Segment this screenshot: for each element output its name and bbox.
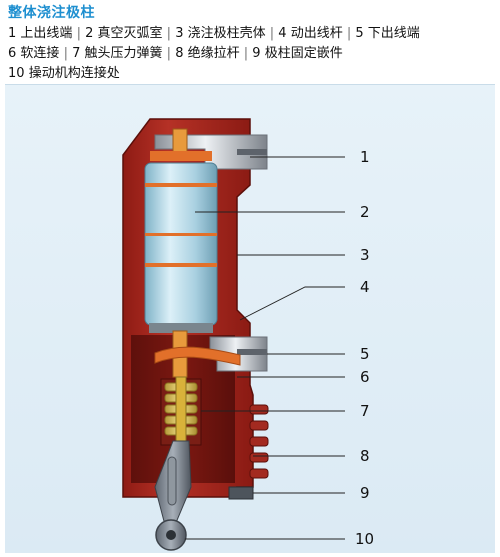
callout-1: 1 [360,148,370,166]
callout-leaders [185,156,345,540]
legend-line-2: 6 软连接 | 7 触头压力弹簧 | 8 绝缘拉杆 | 9 极柱固定嵌件 [8,46,343,61]
callout-10: 10 [355,530,374,548]
callout-9: 9 [360,484,370,502]
legend-item: 8 绝缘拉杆 [175,46,240,61]
legend-item: 2 真空灭弧室 [85,26,163,41]
legend-line-1: 1 上出线端 | 2 真空灭弧室 | 3 浇注极柱壳体 | 4 动出线杆 | 5… [8,26,420,41]
cooling-fins [249,404,269,479]
callout-6: 6 [360,368,370,386]
upper-terminal-bolt [237,149,267,155]
callout-7: 7 [360,402,370,420]
callout-5: 5 [360,345,370,363]
legend-item: 1 上出线端 [8,26,73,41]
mechanism-connection-hole [166,530,176,540]
pole-fixing-insert [228,486,254,500]
pole-diagram-panel: 1 2 3 4 5 6 7 8 9 10 [5,84,495,553]
callout-4: 4 [360,278,370,296]
legend-item: 7 触头压力弹簧 [72,46,163,61]
pole-cross-section-diagram: 1 2 3 4 5 6 7 8 9 10 [122,118,374,551]
legend-item: 5 下出线端 [355,26,420,41]
spring-core [175,376,187,442]
callout-3: 3 [360,246,370,264]
vacuum-chamber [144,162,218,326]
page-title: 整体浇注极柱 [8,5,95,21]
callout-2: 2 [360,203,370,221]
callout-8: 8 [360,447,370,465]
lower-terminal-bolt [237,349,267,355]
pull-rod-slot [167,456,177,506]
legend-item: 10 操动机构连接处 [8,66,120,81]
chamber-bottom-cap [149,323,213,333]
legend-line-3: 10 操动机构连接处 [8,62,120,81]
legend-item: 6 软连接 [8,46,60,61]
chamber-ring-mid [145,233,217,236]
chamber-ring-top [145,183,217,187]
legend-item: 3 浇注极柱壳体 [175,26,266,41]
legend-item: 4 动出线杆 [278,26,343,41]
legend-item: 9 极柱固定嵌件 [252,46,343,61]
upper-copper-plate [150,151,212,161]
chamber-ring-low [145,263,217,267]
flexible-connection [154,346,241,366]
